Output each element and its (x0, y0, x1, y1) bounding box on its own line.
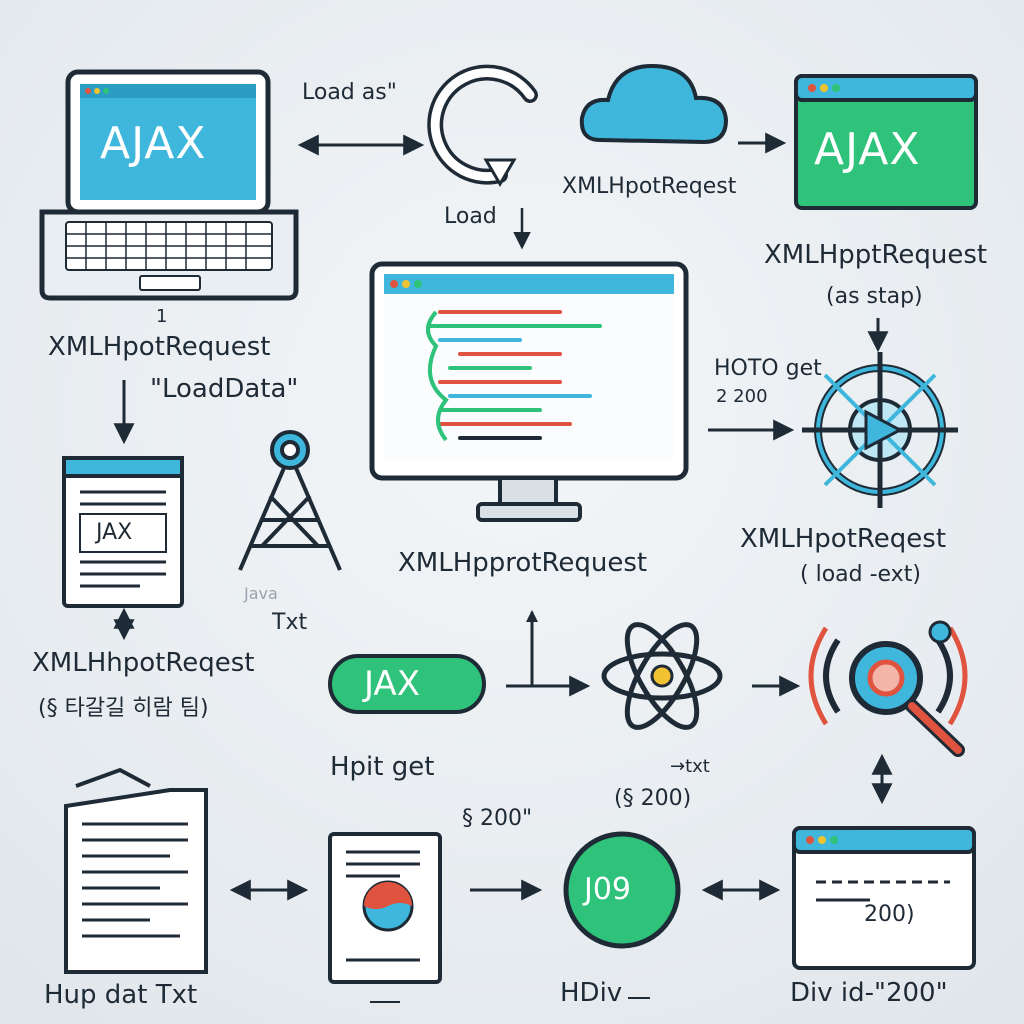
monitor-caption: XMLHpprotRequest (398, 548, 648, 578)
atom-caption: →txt (670, 756, 710, 777)
left-mid-caption: XMLHhpotReqest (32, 648, 255, 678)
tower-faint-label: Java (244, 584, 278, 603)
window-caption-2: (as stap) (826, 284, 923, 309)
cloud-icon (579, 63, 729, 145)
window-ajax-label: AJAX (814, 124, 921, 175)
hoto-code-label: 2 200 (716, 386, 768, 407)
browser-window-top-right (794, 74, 978, 210)
bottom-doc-caption: Hup dat Txt (44, 980, 198, 1010)
pill-caption: Hpit get (330, 752, 435, 782)
atom-caption-2: (§ 200) (614, 786, 692, 811)
document-chart-icon (328, 832, 442, 984)
hoto-get-label: HOTO get (714, 356, 822, 381)
arrow-elbow (530, 612, 591, 697)
mid-code-label: § 200" (462, 806, 533, 831)
bottom-window-caption: Div id-"200" (790, 978, 948, 1008)
document-icon (62, 456, 184, 608)
tower-caption: Txt (272, 610, 308, 635)
target-caption-2: ( load -ext) (800, 562, 921, 587)
circle-caption: HDiv (560, 978, 623, 1008)
left-mid-caption-2: (§ 타갈길 히람 팀) (38, 696, 209, 721)
crosshair-target-icon (802, 352, 958, 508)
pill-jax-label: JAX (364, 664, 420, 704)
bottom-window-code: 200) (864, 902, 915, 927)
load-label: Load (444, 204, 497, 229)
circle-j09-label: J09 (584, 872, 632, 907)
laptop-caption-2: "LoadData" (150, 374, 299, 404)
antenna-tower-icon (238, 430, 342, 571)
text-file-icon (64, 767, 208, 974)
laptop-icon (39, 69, 299, 301)
refresh-icon (427, 64, 538, 187)
document-jax-label: JAX (96, 520, 133, 545)
jax-pill (328, 654, 486, 714)
j09-circle (563, 831, 681, 949)
magnifier-signal-icon (808, 620, 968, 757)
laptop-caption: XMLHpotRequest (48, 332, 271, 362)
target-caption: XMLHpotReqest (740, 524, 947, 554)
atom-icon (601, 622, 723, 730)
laptop-step-number: 1 (156, 306, 168, 327)
window-caption: XMLHpptRequest (764, 240, 988, 270)
load-as-label: Load as" (302, 80, 397, 105)
monitor-icon (369, 261, 689, 522)
laptop-ajax-label: AJAX (100, 118, 207, 169)
browser-window-bottom-right (792, 826, 976, 970)
cloud-caption: XMLHpotReqest (562, 174, 737, 199)
